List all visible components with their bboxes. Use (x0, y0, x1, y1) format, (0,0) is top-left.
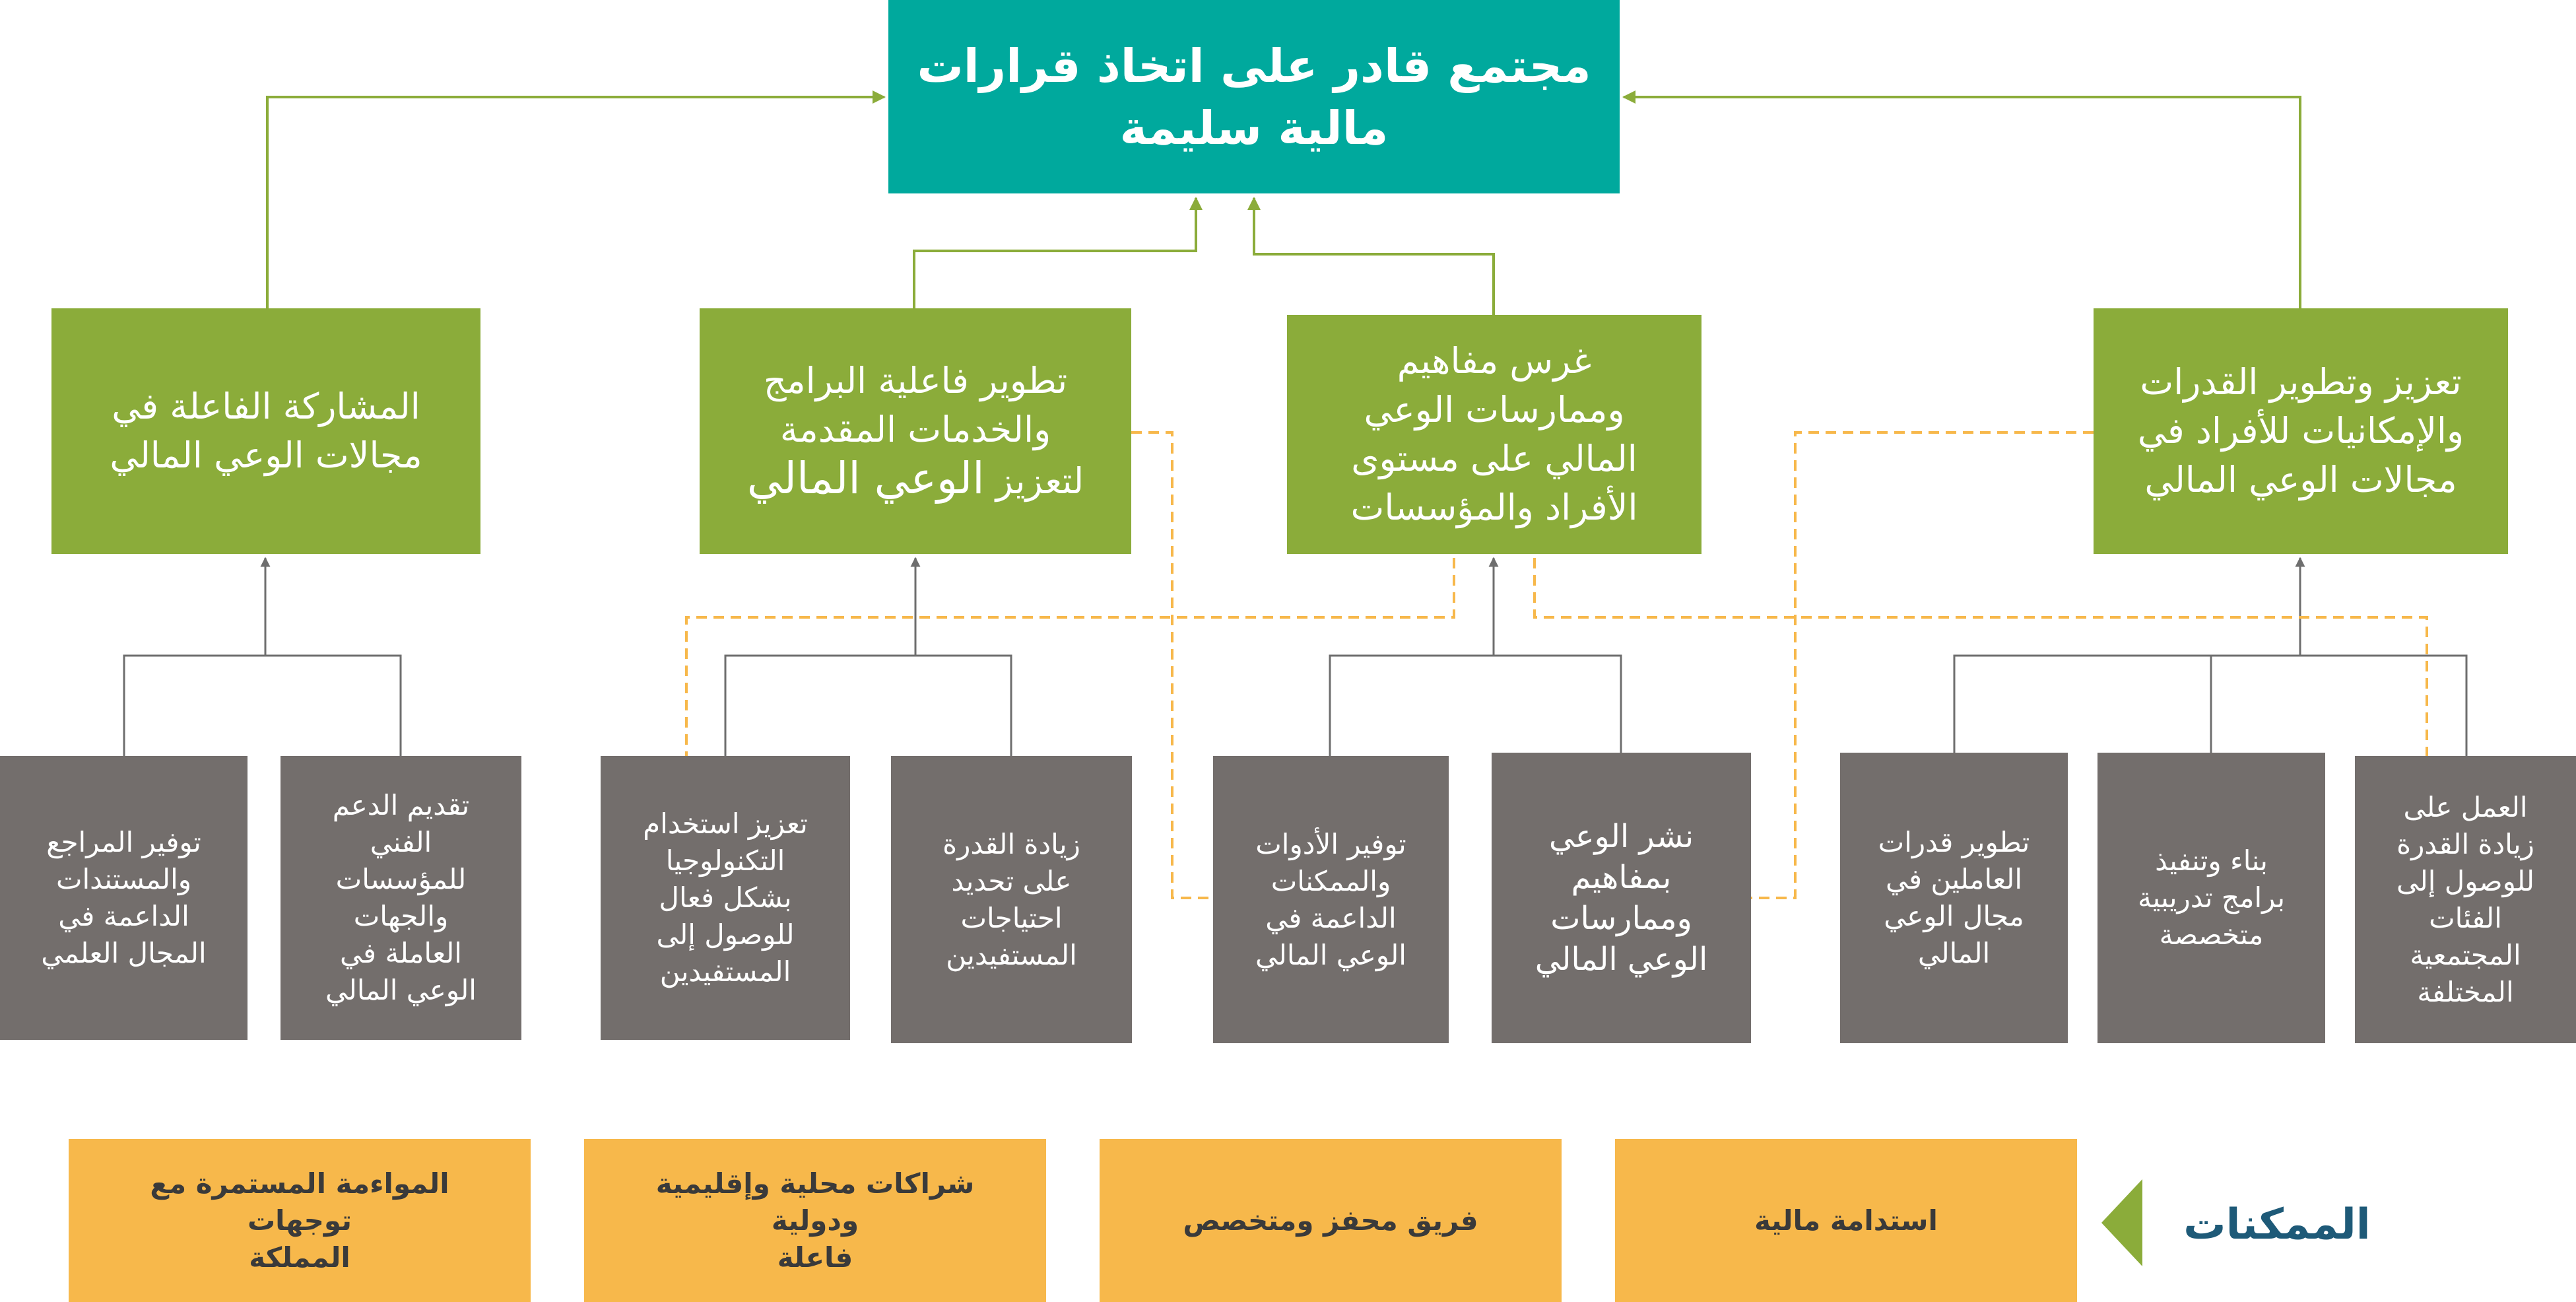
activity-line: تعزيز استخدام (643, 807, 808, 840)
activity-line: زيادة القدرة (942, 827, 1080, 860)
activity-line: تقديم الدعم (332, 789, 470, 821)
activity-technology-use: تعزيز استخدام التكنولوجيا بشكل فعال للوص… (601, 756, 850, 1040)
pillar-line: الأفراد والمؤسسات (1350, 487, 1638, 528)
activity-line: متخصصة (2159, 918, 2264, 951)
activity-identify-needs: زيادة القدرة على تحديد احتياجات المستفيد… (891, 756, 1132, 1043)
goal-box: مجتمع قادر على اتخاذ قرارات مالية سليمة (888, 0, 1620, 193)
pillar-active-participation: المشاركة الفاعلة في مجالات الوعي المالي (51, 308, 480, 554)
activity-line: بناء وتنفيذ (2155, 844, 2268, 877)
pillar-line: وممارسات الوعي (1364, 389, 1625, 430)
activity-line: توفير المراجع (46, 826, 201, 858)
pillar-line-prefix: لتعزيز (995, 460, 1084, 502)
activity-line: تطوير قدرات (1878, 826, 2030, 858)
activity-line: والجهات (353, 900, 449, 932)
pillar-line: مجالات الوعي المالي (2144, 459, 2457, 500)
pillar-capabilities: تعزيز وتطوير القدرات والإمكانيات للأفراد… (2094, 308, 2508, 554)
pillar-line: مجالات الوعي المالي (110, 434, 422, 476)
pillar-line: تعزيز وتطوير القدرات (2140, 361, 2462, 403)
activity-line: الوعي المالي (1255, 938, 1406, 971)
activity-references: توفير المراجع والمستندات الداعمة في المج… (0, 756, 248, 1040)
activity-line: للوصول إلى (2396, 864, 2535, 897)
dashed-cross-links (685, 431, 2428, 899)
enabler-kingdom-alignment: المواءمة المستمرة مع توجهات المملكة (69, 1139, 531, 1302)
activity-spread-awareness: نشر الوعي بمفاهيم وممارسات الوعي المالي (1492, 753, 1751, 1043)
activity-line: العاملة في (340, 937, 462, 969)
enablers-arrow-icon (2101, 1179, 2142, 1266)
enabler-partnerships: شراكات محلية وإقليمية ودولية فاعلة (584, 1139, 1046, 1302)
activity-line: التكنولوجيا (665, 844, 785, 877)
activity-line: احتياجات (960, 901, 1063, 934)
activity-line: والممكنات (1271, 864, 1391, 897)
activity-line: بمفاهيم (1571, 859, 1672, 896)
goal-line-1: مجتمع قادر على اتخاذ قرارات (917, 38, 1591, 93)
activity-line: الوعي المالي (325, 974, 477, 1006)
activity-training-programs: بناء وتنفيذ برامج تدريبية متخصصة (2097, 753, 2325, 1043)
pillar-line: المشاركة الفاعلة في (112, 386, 420, 427)
activity-line: المالي (1917, 937, 1991, 969)
enablers-title: الممكنات (2183, 1200, 2371, 1249)
activity-technical-support: تقديم الدعم الفني للمؤسسات والجهات العام… (281, 756, 521, 1040)
pillar-goal-connectors (266, 90, 2301, 315)
enabler-line: المواءمة المستمرة مع توجهات (150, 1167, 449, 1237)
activity-line: الداعمة في (58, 900, 189, 932)
pillar-line: والخدمات المقدمة (779, 409, 1051, 450)
activity-line: المستفيدين (659, 955, 791, 988)
activity-staff-capabilities: تطوير قدرات العاملين في مجال الوعي المال… (1840, 753, 2068, 1043)
enabler-financial-sustainability: استدامة مالية (1615, 1139, 2077, 1302)
enabler-motivated-team: فريق محفز ومتخصص (1100, 1139, 1562, 1302)
pillar-concepts-practices: غرس مفاهيم وممارسات الوعي المالي على مست… (1287, 315, 1701, 554)
activity-line: الوعي المالي (1535, 941, 1708, 978)
activity-line: العمل على (2403, 790, 2528, 823)
pillar-line-emphasis: الوعي المالي (746, 453, 985, 504)
activity-line: العاملين في (1886, 863, 2023, 895)
activity-line: وممارسات (1550, 900, 1692, 937)
activity-line: زيادة القدرة (2396, 827, 2534, 860)
activity-line: للوصول إلى (656, 918, 795, 951)
enabler-line: المملكة (249, 1241, 350, 1274)
activity-line: نشر الوعي (1548, 818, 1694, 855)
pillar-line: والإمكانيات للأفراد في (2137, 410, 2464, 452)
enabler-line: فريق محفز ومتخصص (1183, 1204, 1478, 1237)
activity-pillar-connectors (123, 557, 2468, 756)
activity-line: المستفيدين (946, 938, 1077, 971)
activity-line: الفئات (2429, 901, 2502, 934)
pillar-line: المالي على مستوى (1351, 438, 1637, 479)
activity-line: مجال الوعي (1884, 900, 2024, 932)
activity-line: والمستندات (55, 863, 192, 895)
activity-line: الداعمة في (1265, 901, 1397, 934)
activity-line: للمؤسسات (335, 863, 467, 895)
activity-reach-groups: العمل على زيادة القدرة للوصول إلى الفئات… (2355, 756, 2576, 1043)
activity-line: برامج تدريبية (2137, 881, 2286, 914)
goal-line-2: مالية سليمة (1119, 100, 1389, 155)
enabler-line: شراكات محلية وإقليمية ودولية (655, 1167, 975, 1237)
enabler-line: استدامة مالية (1754, 1204, 1938, 1237)
pillar-line-last: لتعزيز الوعي المالي (747, 454, 1084, 506)
activity-tools-enablers: توفير الأدوات والممكنات الداعمة في الوعي… (1213, 756, 1449, 1043)
activity-line: بشكل فعال (659, 881, 792, 914)
pillar-line: غرس مفاهيم (1397, 340, 1592, 382)
enabler-line: فاعلة (777, 1241, 853, 1274)
activity-line: المختلفة (2417, 975, 2514, 1008)
pillar-line: تطوير فاعلية البرامج (763, 360, 1068, 401)
activity-line: المجال العلمي (41, 937, 207, 969)
pillar-programs-services: تطوير فاعلية البرامج والخدمات المقدمة لت… (700, 308, 1131, 554)
activity-line: المجتمعية (2410, 938, 2521, 971)
activity-line: على تحديد (951, 864, 1072, 897)
activity-line: الفني (370, 826, 432, 858)
activity-line: توفير الأدوات (1255, 827, 1406, 860)
